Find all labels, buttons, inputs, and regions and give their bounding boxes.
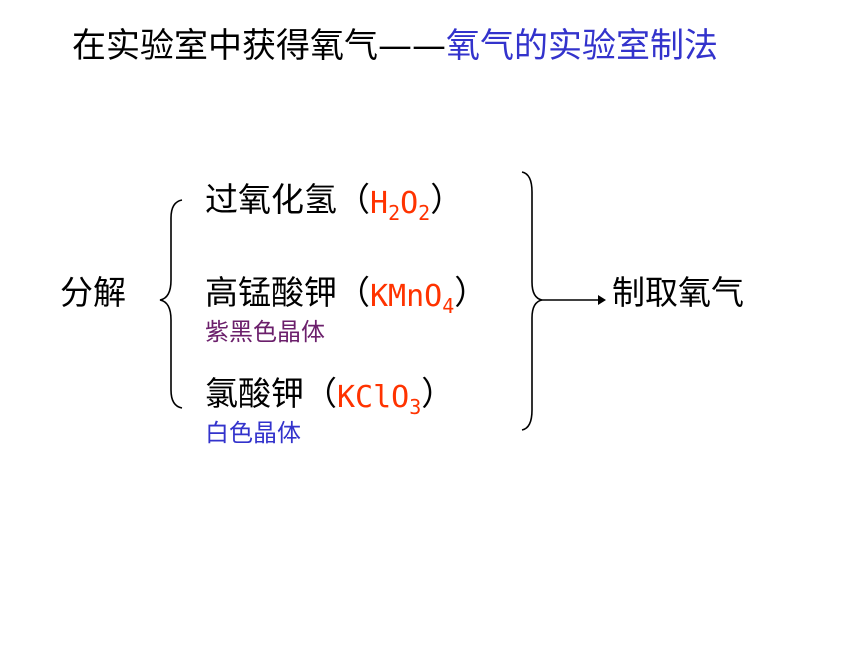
right-brace-icon [521,171,543,431]
title-part-2: 氧气的实验室制法 [446,26,718,66]
chemical-formula: KMnO4 [370,279,454,316]
formula-subscript: 2 [388,201,401,225]
formula-part: O [400,186,419,221]
slide-title: 在实验室中获得氧气——氧气的实验室制法 [72,24,718,68]
close-paren: ） [454,273,488,312]
formula-part: H [370,186,389,221]
title-part-1: 在实验室中获得氧气—— [72,26,446,66]
reactant-description-3: 白色晶体 [205,419,301,447]
left-brace-icon [159,199,183,409]
reactant-description-2: 紫黑色晶体 [205,318,325,346]
chemical-formula: H2O2 [370,186,430,223]
open-paren: （ [304,374,337,413]
formula-subscript: 4 [442,294,455,318]
right-label: 制取氧气 [612,273,744,312]
open-paren: （ [337,180,370,219]
arrow-right-icon [542,295,606,305]
open-paren: （ [337,273,370,312]
reactant-row-3: 氯酸钾（KClO3） [205,374,455,417]
formula-part: KClO [337,380,410,415]
close-paren: ） [421,374,455,413]
close-paren: ） [430,180,464,219]
left-label: 分解 [60,273,126,312]
chemical-formula: KClO3 [337,380,421,417]
formula-subscript: 3 [409,395,422,419]
reactant-name: 氯酸钾 [205,374,304,413]
formula-part: KMnO [370,279,443,314]
reactant-name: 高锰酸钾 [205,273,337,312]
formula-subscript: 2 [418,201,431,225]
reactant-row-1: 过氧化氢（H2O2） [205,180,464,223]
reactant-name: 过氧化氢 [205,180,337,219]
reactant-row-2: 高锰酸钾（KMnO4） [205,273,488,316]
